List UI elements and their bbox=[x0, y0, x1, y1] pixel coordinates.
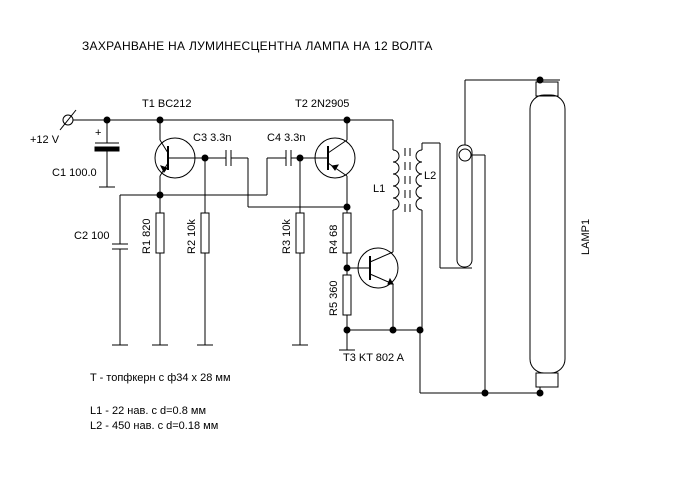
r2-label: R2 10k bbox=[186, 219, 198, 254]
lamp-label: LAMP1 bbox=[580, 218, 592, 255]
note-core: T - топфкерн с ф34 х 28 мм bbox=[90, 372, 231, 384]
transformer-l1-l2 bbox=[392, 142, 472, 330]
r4-label: R4 68 bbox=[328, 224, 340, 254]
ground-bus bbox=[347, 329, 540, 394]
transistor-t1 bbox=[154, 120, 205, 195]
note-l1: L1 - 22 нав. с d=0.8 мм bbox=[90, 405, 207, 417]
c3-label: C3 3.3n bbox=[193, 132, 232, 144]
capacitor-c3 bbox=[205, 150, 347, 208]
note-l2: L2 - 450 нав. с d=0.18 мм bbox=[90, 420, 219, 432]
junction-dots bbox=[103, 76, 544, 397]
c4-label: C4 3.3n bbox=[267, 132, 306, 144]
resistor-r3 bbox=[292, 158, 308, 346]
transistor-t2 bbox=[314, 120, 356, 207]
r1-label: R1 820 bbox=[141, 218, 153, 254]
diagram-title: ЗАХРАНВАНЕ НА ЛУМИНЕСЦЕНТНА ЛАМПА НА 12 … bbox=[82, 39, 433, 53]
resistor-r2 bbox=[197, 158, 213, 346]
resistor-r4 bbox=[342, 207, 352, 268]
transistor-t3 bbox=[347, 222, 399, 330]
capacitor-c4 bbox=[160, 150, 320, 196]
starter-bulb bbox=[456, 79, 540, 393]
t2-label: T2 2N2905 bbox=[295, 98, 350, 110]
l1-label: L1 bbox=[373, 183, 386, 195]
resistor-r5 bbox=[339, 268, 355, 351]
r3-label: R3 10k bbox=[281, 219, 293, 254]
c1-polarity-label: + bbox=[95, 127, 102, 139]
supply-terminal bbox=[59, 109, 394, 150]
capacitor-c1 bbox=[94, 120, 120, 188]
resistor-r1 bbox=[152, 195, 168, 346]
capacitor-c2 bbox=[112, 194, 160, 346]
t3-label: T3 KT 802 A bbox=[343, 352, 404, 364]
r5-label: R5 360 bbox=[328, 280, 340, 316]
t1-label: T1 BC212 bbox=[142, 98, 192, 110]
fluorescent-lamp bbox=[529, 79, 566, 393]
l2-label: L2 bbox=[424, 170, 437, 182]
supply-label: +12 V bbox=[30, 134, 60, 146]
c2-label: C2 100 bbox=[74, 230, 110, 242]
c1-label: C1 100.0 bbox=[52, 167, 97, 179]
